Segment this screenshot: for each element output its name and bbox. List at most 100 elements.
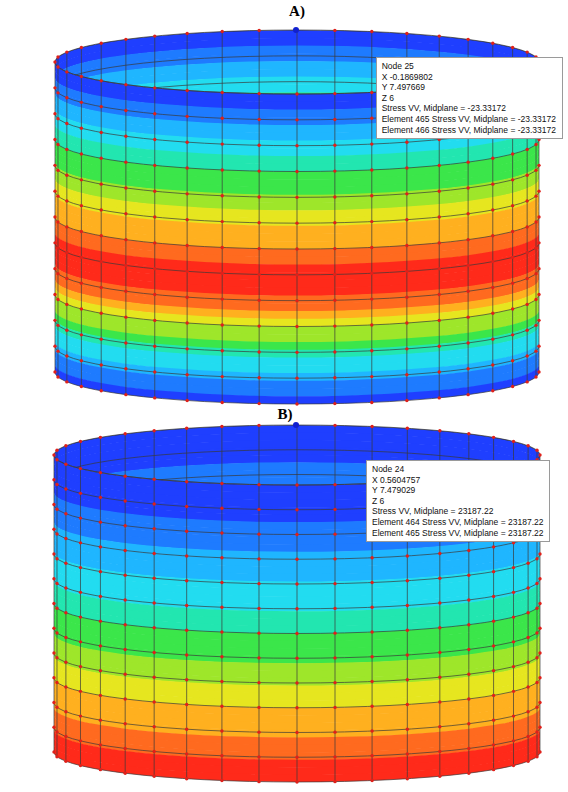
- node-dot: [185, 89, 188, 92]
- node-dot: [80, 385, 83, 388]
- node-dot: [153, 86, 156, 89]
- node-dot: [55, 705, 58, 708]
- node-dot: [257, 195, 260, 198]
- node-dot: [124, 393, 127, 396]
- node-dot: [79, 714, 82, 717]
- node-dot: [257, 532, 260, 535]
- node-dot: [370, 754, 373, 757]
- node-dot: [511, 359, 514, 362]
- mesh-line: [55, 191, 539, 223]
- node-dot: [153, 164, 156, 167]
- node-dot: [221, 30, 224, 33]
- node-dot: [99, 570, 102, 573]
- node-dot: [124, 109, 127, 112]
- node-dot: [185, 373, 188, 376]
- node-dot: [99, 743, 102, 746]
- node-dot: [333, 402, 336, 405]
- node-dot: [257, 402, 260, 405]
- node-dot: [220, 507, 223, 510]
- node-dot: [295, 351, 298, 354]
- node-dot: [100, 389, 103, 392]
- node-dot: [79, 690, 82, 693]
- node-dot: [124, 186, 127, 189]
- node-dot: [295, 632, 298, 635]
- node-dot: [64, 710, 67, 713]
- info-text: Z 6: [372, 496, 543, 507]
- node-dot: [64, 735, 67, 738]
- node-dot: [526, 636, 529, 639]
- node-dot: [370, 556, 373, 559]
- node-dot: [64, 760, 67, 763]
- node-dot: [491, 260, 494, 263]
- node-dot: [467, 697, 470, 700]
- node-dot: [492, 436, 495, 439]
- node-dot: [333, 376, 336, 379]
- node-dot: [492, 669, 495, 672]
- node-dot: [185, 218, 188, 221]
- info-text: Stress VV, Midplane = 23187.22: [372, 506, 543, 517]
- node-dot: [53, 241, 56, 244]
- node-dot: [123, 499, 126, 502]
- node-dot: [295, 681, 298, 684]
- node-dot: [406, 427, 409, 430]
- node-dot: [65, 251, 68, 254]
- node-dot: [152, 651, 155, 654]
- node-dot: [295, 299, 298, 302]
- node-dot: [526, 586, 529, 589]
- node-dot: [512, 690, 515, 693]
- node-dot: [152, 750, 155, 753]
- node-dot: [53, 60, 56, 63]
- node-dot: [512, 440, 515, 443]
- node-dot: [333, 195, 336, 198]
- node-dot: [534, 349, 537, 352]
- info-text: Y 7.479029: [372, 485, 543, 496]
- node-dot: [537, 319, 540, 322]
- node-dot: [152, 676, 155, 679]
- node-dot: [370, 194, 373, 197]
- node-dot: [65, 50, 68, 53]
- node-dot: [333, 780, 336, 783]
- node-dot: [100, 131, 103, 134]
- node-dot: [333, 118, 336, 121]
- node-dot: [295, 483, 298, 486]
- node-dot: [100, 234, 103, 237]
- node-dot: [153, 190, 156, 193]
- node-dot: [257, 376, 260, 379]
- node-dot: [333, 681, 336, 684]
- node-dot: [333, 169, 336, 172]
- node-dot: [525, 329, 528, 332]
- node-dot: [525, 277, 528, 280]
- node-dot: [535, 631, 538, 634]
- node-dot: [466, 238, 469, 241]
- node-dot: [221, 220, 224, 223]
- node-dot: [467, 648, 470, 651]
- node-dot: [64, 685, 67, 688]
- node-dot: [185, 752, 188, 755]
- node-dot: [257, 424, 260, 427]
- node-dot: [100, 105, 103, 108]
- node-dot: [100, 208, 103, 211]
- node-dot: [538, 726, 541, 729]
- node-dot: [53, 319, 56, 322]
- node-dot: [491, 234, 494, 237]
- node-dot: [512, 739, 515, 742]
- node-dot: [333, 582, 336, 585]
- node-dot: [55, 681, 58, 684]
- node-dot: [185, 347, 188, 350]
- node-dot: [438, 215, 441, 218]
- mesh-line: [54, 425, 540, 455]
- node-dot: [333, 631, 336, 634]
- mesh-line: [54, 752, 540, 782]
- node-dot: [405, 399, 408, 402]
- node-dot: [438, 626, 441, 629]
- node-dot: [535, 606, 538, 609]
- node-dot: [220, 556, 223, 559]
- node-dot: [124, 83, 127, 86]
- node-dot: [512, 764, 515, 767]
- node-dot: [56, 349, 59, 352]
- node-dot: [492, 694, 495, 697]
- node-dot: [185, 777, 188, 780]
- node-dot: [64, 444, 67, 447]
- node-dot: [295, 657, 298, 660]
